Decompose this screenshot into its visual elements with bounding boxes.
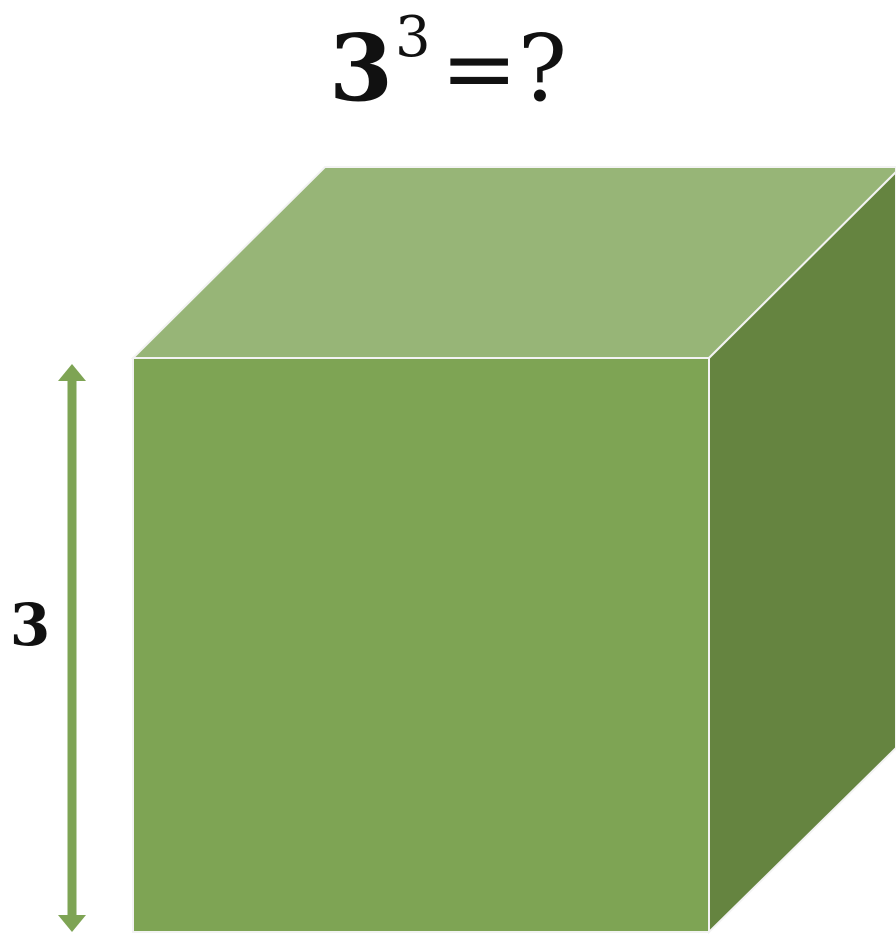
dimension-label: 3	[9, 591, 51, 659]
arrow-head-bottom-icon	[58, 915, 86, 932]
dimension-arrow	[58, 364, 86, 932]
arrow-head-top-icon	[58, 364, 86, 381]
equation: 33=?	[0, 7, 896, 122]
cube-front-face	[132, 357, 710, 933]
equation-rhs: =?	[440, 15, 568, 122]
equation-base: 3	[328, 14, 393, 122]
equation-exponent: 3	[394, 5, 431, 70]
